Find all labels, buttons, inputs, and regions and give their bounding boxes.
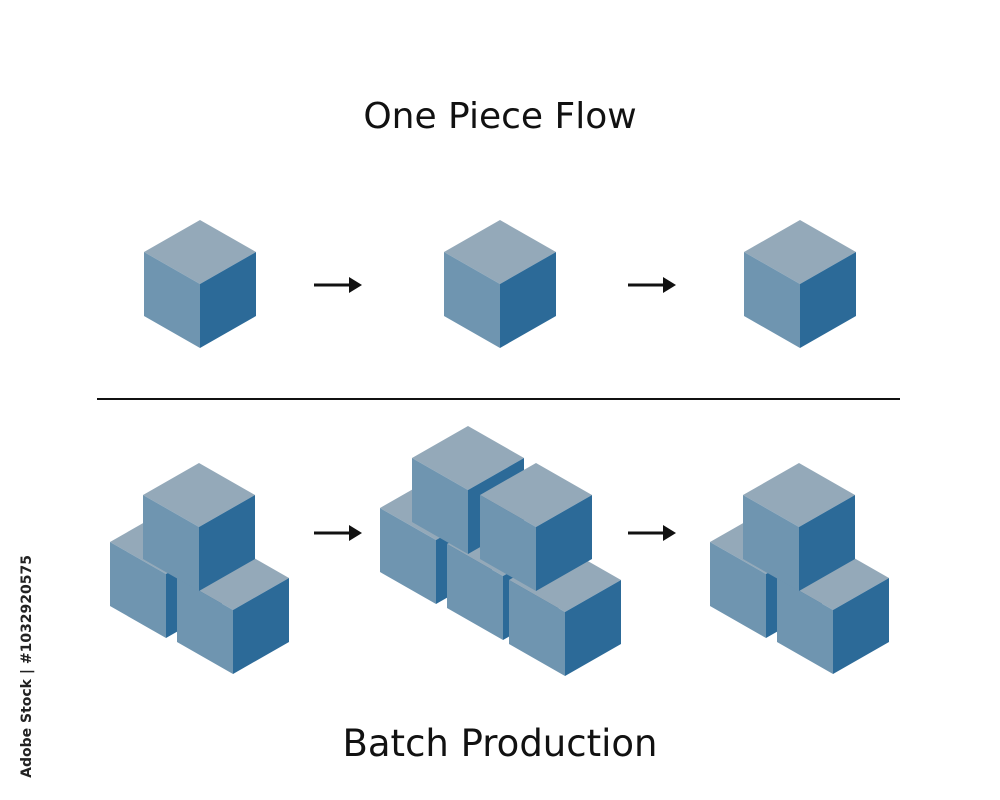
arrow-head xyxy=(663,277,676,293)
cube-right-face xyxy=(233,578,289,674)
cube-left-face xyxy=(509,580,565,676)
arrow-head xyxy=(349,277,362,293)
single-cube xyxy=(144,220,256,348)
cube-left-face xyxy=(744,252,800,348)
cube-left-face xyxy=(447,544,503,640)
arrow-head xyxy=(663,525,676,541)
cube-left-face xyxy=(144,252,200,348)
cube-right-face xyxy=(536,495,592,591)
cube-left-face xyxy=(110,542,166,638)
cube-right-face xyxy=(565,580,621,676)
one-piece-flow-title: One Piece Flow xyxy=(363,96,637,137)
batch-cube xyxy=(480,463,592,591)
stock-id-watermark: Adobe Stock | #1032920575 xyxy=(4,0,35,800)
arrow-head xyxy=(349,525,362,541)
flow-arrow xyxy=(628,277,676,293)
stock-id-text: Adobe Stock | #1032920575 xyxy=(19,555,35,778)
batch-cube xyxy=(143,463,255,591)
section-divider xyxy=(97,398,900,400)
flow-arrow xyxy=(628,525,676,541)
cube-left-face xyxy=(777,578,833,674)
cube-left-face xyxy=(480,495,536,591)
cube-left-face xyxy=(710,542,766,638)
cube-left-face xyxy=(444,252,500,348)
cube-right-face xyxy=(800,252,856,348)
batch-production-title: Batch Production xyxy=(342,722,658,765)
cube-right-face xyxy=(833,578,889,674)
cube-left-face xyxy=(412,458,468,554)
cube-right-face xyxy=(799,495,855,591)
single-cube xyxy=(744,220,856,348)
batch-cube xyxy=(177,546,289,674)
cube-left-face xyxy=(177,578,233,674)
batch-cube xyxy=(743,463,855,591)
single-cube xyxy=(444,220,556,348)
flow-arrow xyxy=(314,277,362,293)
cube-left-face xyxy=(143,495,199,591)
cube-right-face xyxy=(199,495,255,591)
cube-right-face xyxy=(200,252,256,348)
flow-arrow xyxy=(314,525,362,541)
cube-left-face xyxy=(380,508,436,604)
cube-right-face xyxy=(500,252,556,348)
cube-left-face xyxy=(743,495,799,591)
